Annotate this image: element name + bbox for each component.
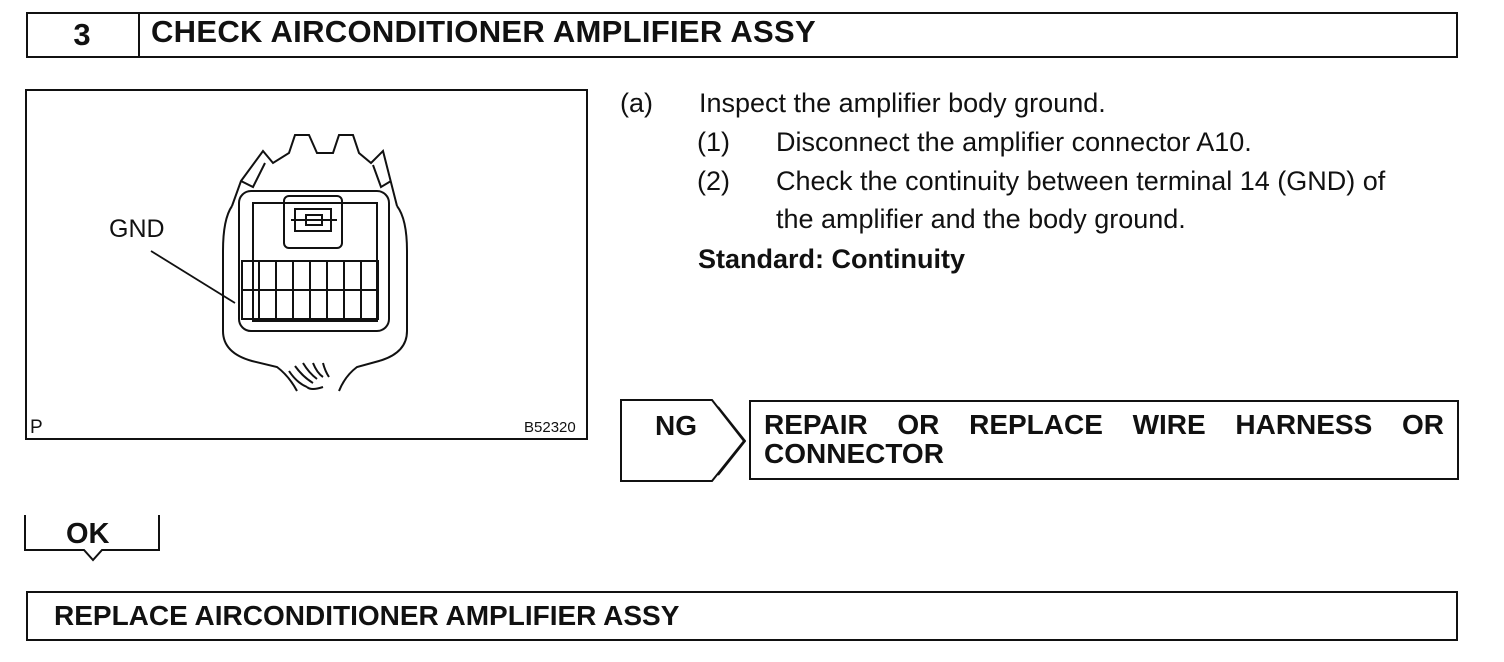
figure-code: B52320 [524, 419, 576, 436]
ng-action-line2: CONNECTOR [764, 438, 944, 469]
step-a-text: Inspect the amplifier body ground. [699, 88, 1106, 118]
substep-1-text: Disconnect the amplifier connector A10. [776, 127, 1252, 157]
gnd-callout: GND [109, 215, 165, 243]
ng-action-line1: REPAIR OR REPLACE WIRE HARNESS OR [764, 409, 1444, 441]
connector-illustration [25, 89, 588, 440]
result-action: REPLACE AIRCONDITIONER AMPLIFIER ASSY [54, 600, 680, 631]
substep-2-text-line2: the amplifier and the body ground. [776, 204, 1186, 234]
substep-1-marker: (1) [697, 127, 730, 157]
ok-arrow-tag [24, 515, 160, 562]
standard-value: Standard: Continuity [698, 244, 965, 274]
connector-drawing [150, 134, 408, 392]
ng-arrow-tag [620, 399, 746, 482]
ng-action-box [749, 400, 1459, 480]
ng-word: REPLACE [969, 409, 1103, 440]
step-a-marker: (a) [620, 88, 653, 118]
ng-word: OR [897, 409, 940, 440]
ng-label: NG [655, 410, 697, 441]
ng-word: OR [1401, 409, 1444, 440]
ng-word: HARNESS [1235, 409, 1373, 440]
result-box [26, 591, 1458, 641]
step-header [26, 12, 1458, 58]
substep-2-text-line1: Check the continuity between terminal 14… [776, 166, 1386, 196]
step-number: 3 [26, 12, 140, 58]
ng-word: WIRE [1132, 409, 1206, 440]
step-title: CHECK AIRCONDITIONER AMPLIFIER ASSY [151, 14, 816, 49]
ng-word: REPAIR [764, 409, 868, 440]
corner-mark: P [30, 417, 43, 438]
ok-label: OK [66, 518, 110, 550]
substep-2-marker: (2) [697, 166, 730, 196]
